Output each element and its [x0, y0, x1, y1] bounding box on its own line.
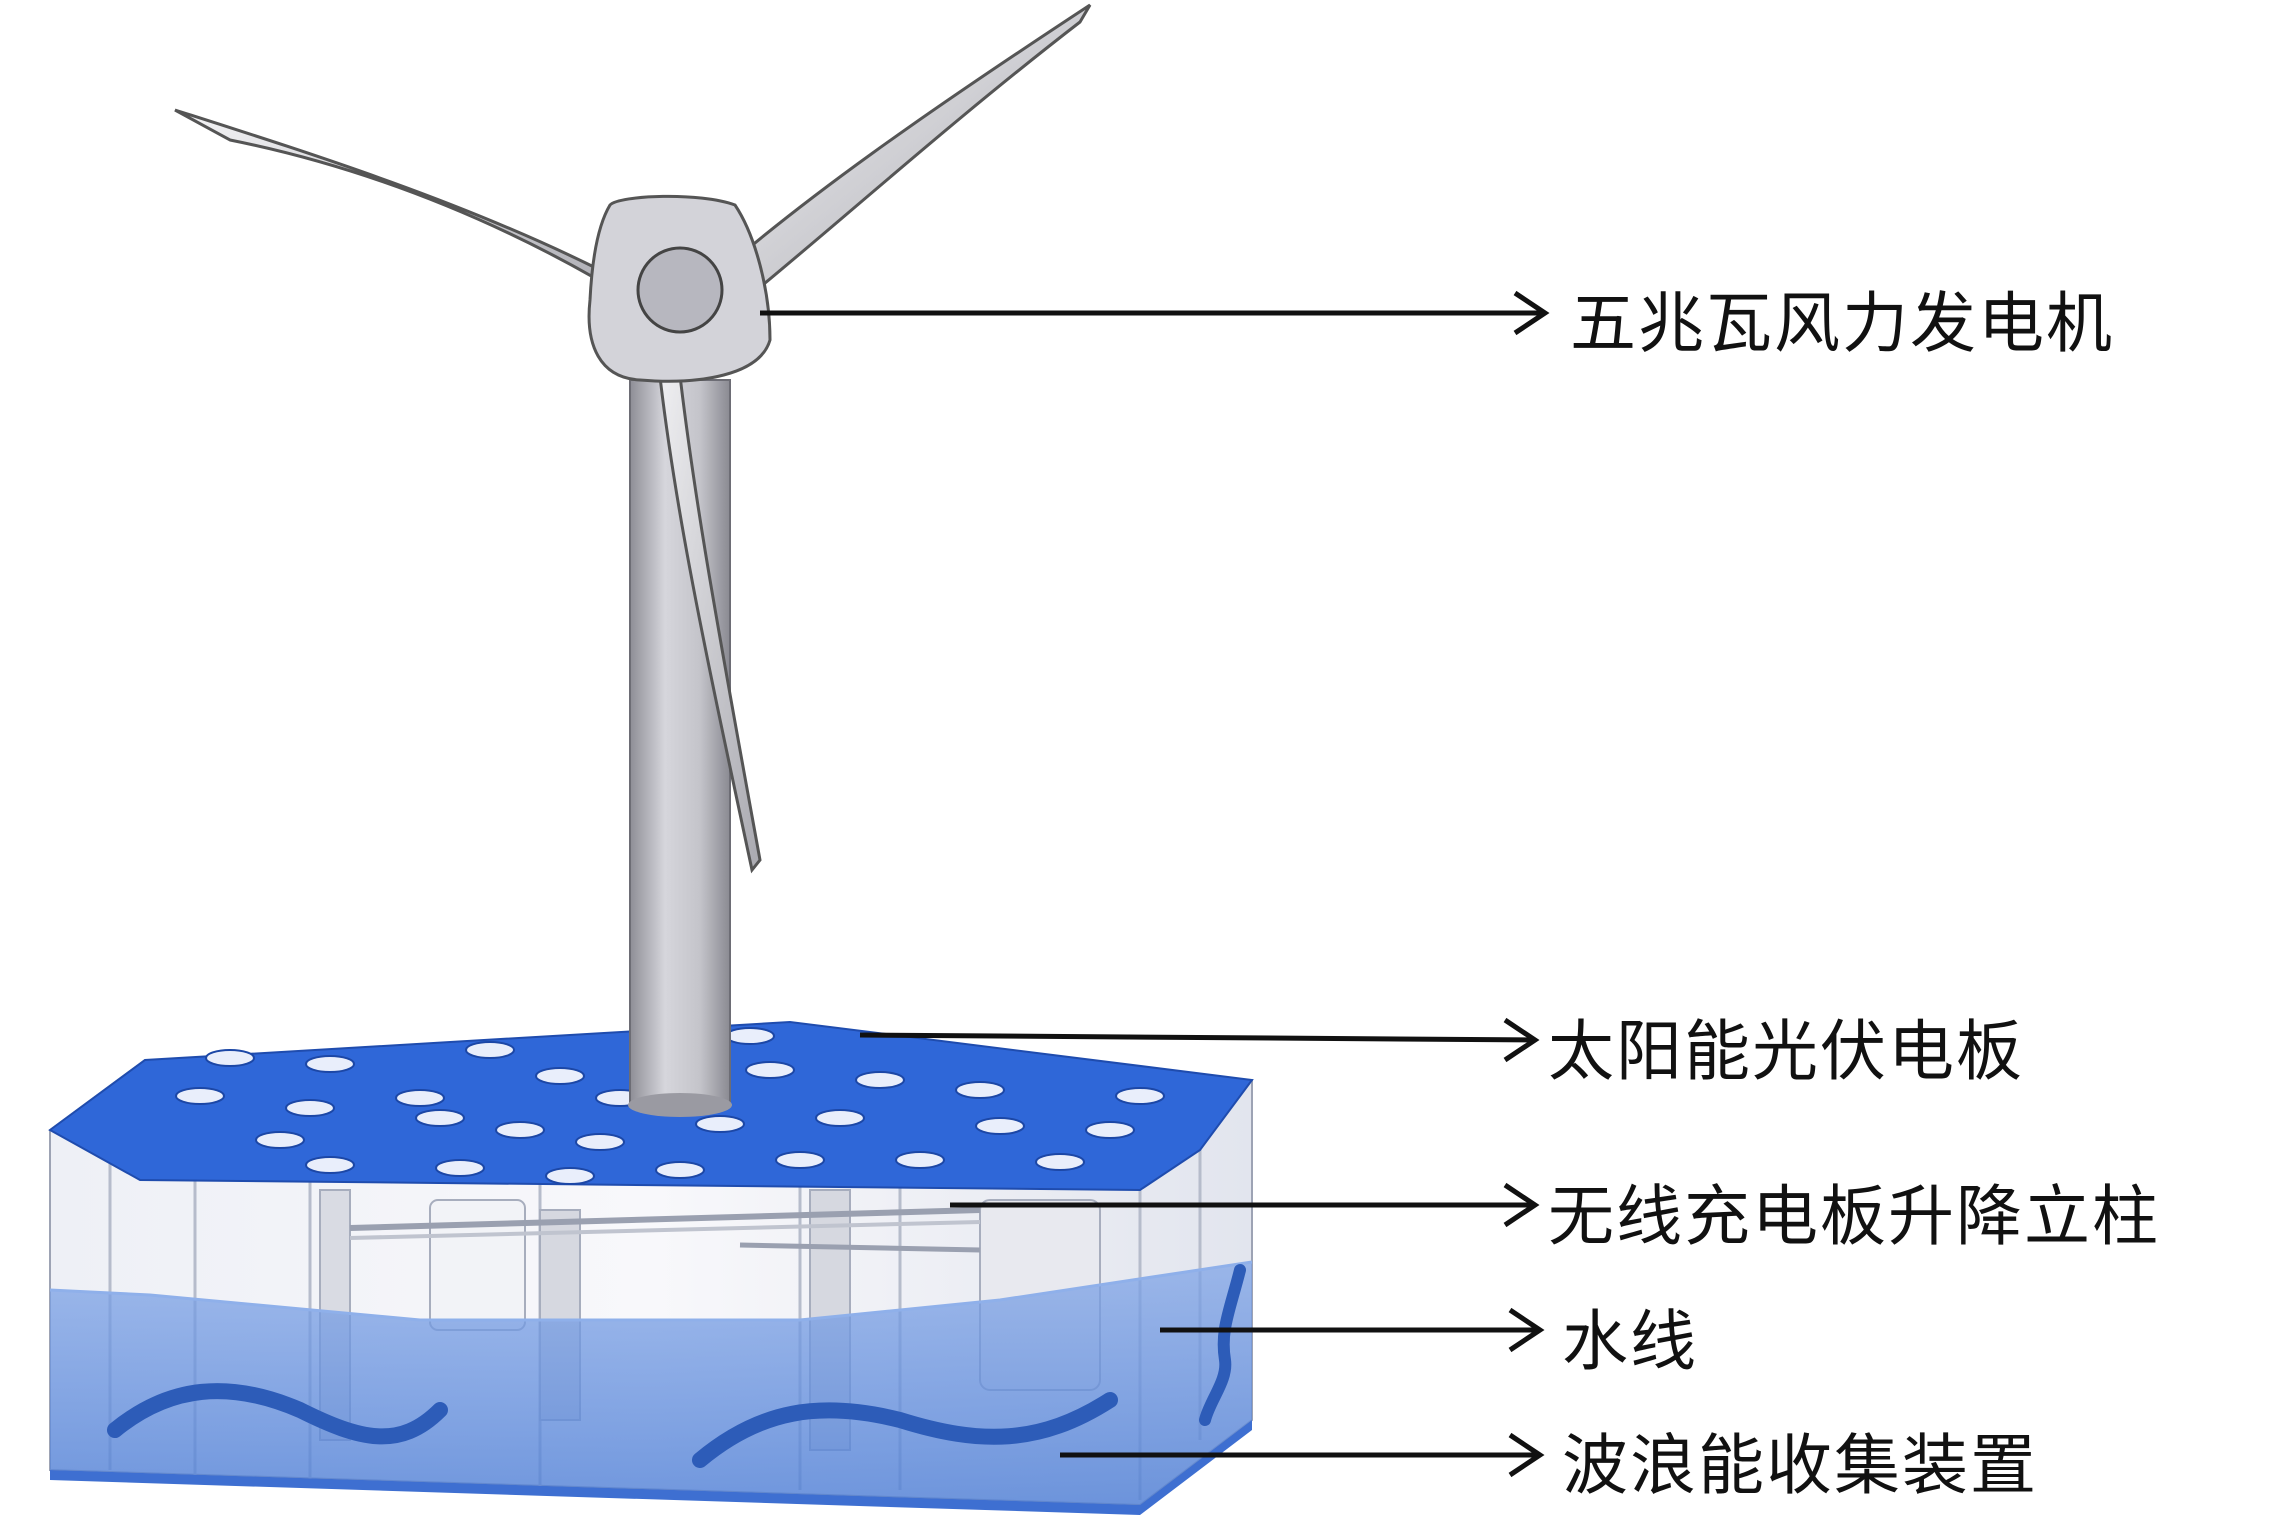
wave-collector-side	[1199, 1264, 1246, 1426]
wave-collector-right	[692, 1392, 1118, 1468]
label-wind-generator: 五兆瓦风力发电机	[1570, 285, 2114, 362]
turbine-blade-right	[698, 3, 1092, 323]
solar-deck-holes	[175, 1027, 1165, 1185]
turbine-hub	[636, 246, 724, 334]
turbine-blade-left	[174, 108, 641, 307]
label-wave-device: 波浪能收集装置	[1562, 1427, 2038, 1504]
label-waterline: 水线	[1562, 1303, 1698, 1380]
label-solar-panel: 太阳能光伏电板	[1548, 1013, 2024, 1090]
wave-collector-left	[107, 1383, 448, 1445]
callout-arrows	[760, 290, 1550, 1478]
tower-base-ring	[628, 1093, 732, 1117]
water-volume	[50, 1262, 1252, 1505]
turbine-blade-down	[653, 328, 762, 874]
waterline-edge	[49, 1260, 1253, 1322]
platform-bottom	[50, 1420, 1252, 1515]
label-charging-column: 无线充电板升降立柱	[1548, 1178, 2160, 1255]
wind-turbine	[174, 3, 1092, 1117]
